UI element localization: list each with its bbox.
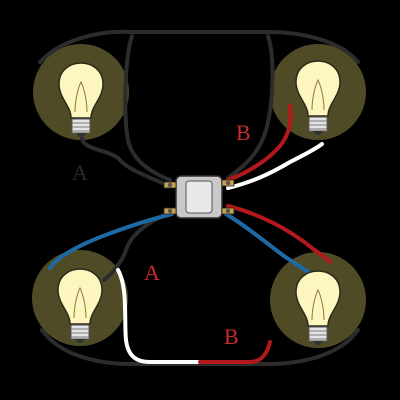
wire-black-center-right [226, 34, 275, 180]
bulb-top-right [295, 60, 341, 135]
wire-blue-switch-to-bottom-left [48, 212, 174, 270]
bulb-bottom-left [57, 268, 103, 343]
wire-red-bottom [198, 340, 272, 364]
wire-black-top-loop [38, 29, 360, 64]
wire-blue-switch-to-bottom-right [224, 212, 310, 274]
wire-white-switch-to-top-right [226, 142, 324, 190]
wire-red-switch-to-bottom-right [226, 204, 332, 264]
wire-white-bottom [116, 268, 202, 364]
label-lamp-top-left: A [72, 160, 88, 185]
bulb-bottom-right [295, 270, 341, 345]
label-wire-bottom-left: A [144, 260, 160, 285]
wire-red-switch-to-top-right [226, 104, 293, 182]
switch [163, 175, 235, 219]
label-wire-top-right: B [236, 120, 251, 145]
wire-black-center-left [123, 34, 172, 182]
bulb-top-left [58, 62, 104, 137]
label-wire-bottom-right: B [224, 324, 239, 349]
wire-black-top-left-to-switch [80, 136, 172, 188]
